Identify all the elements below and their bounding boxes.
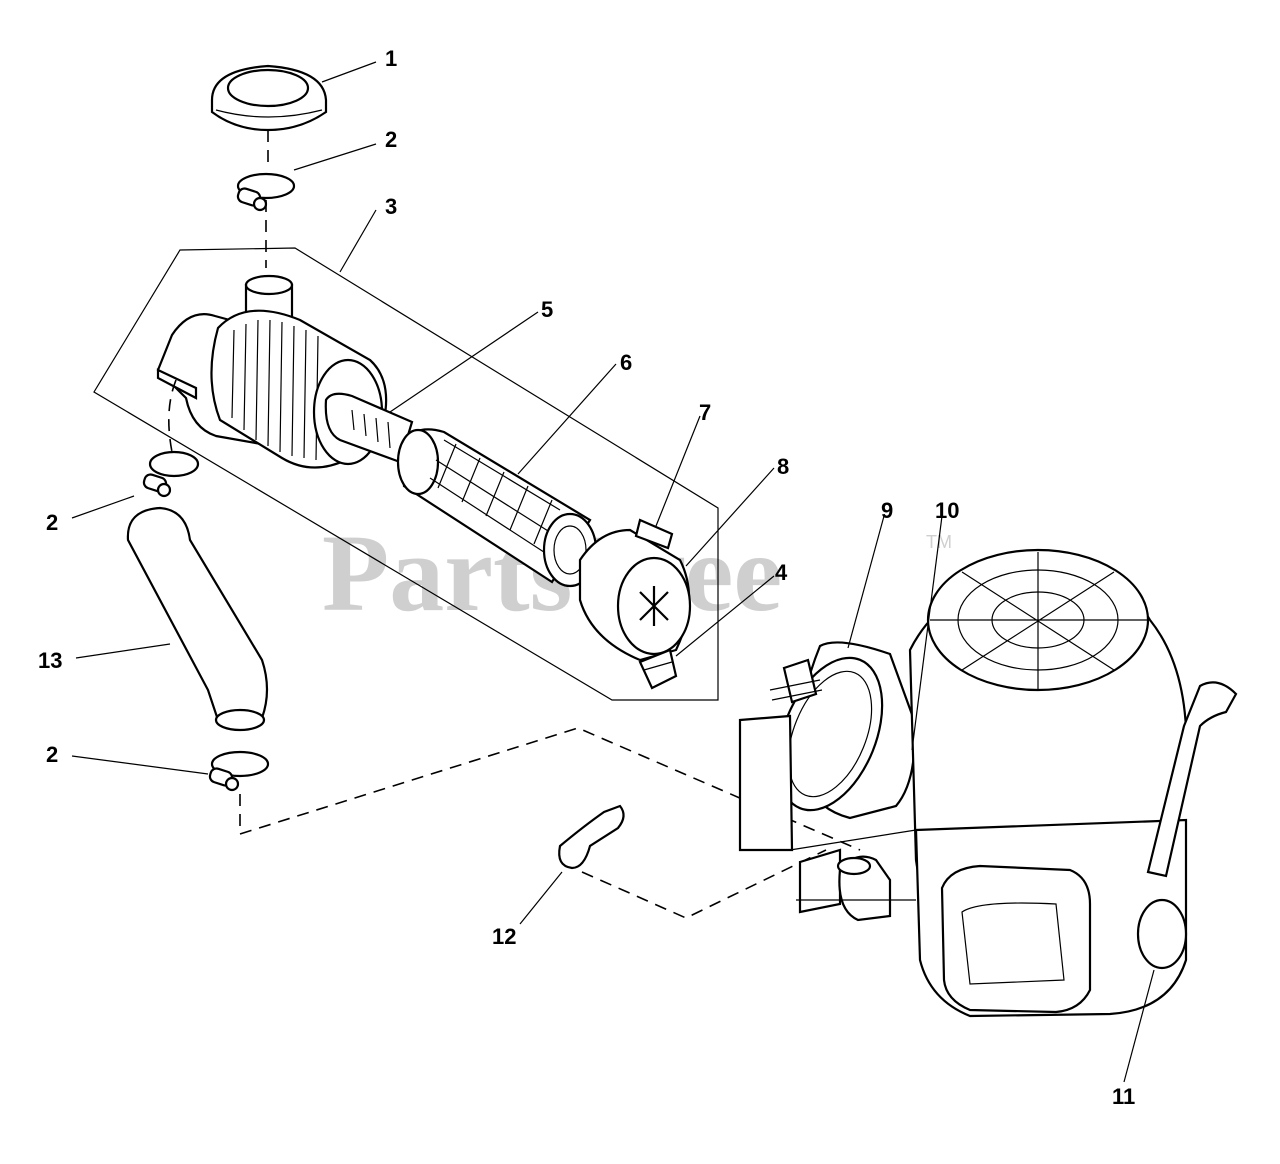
part-clamp-bottom[interactable]	[208, 750, 270, 792]
part-elbow-adapter[interactable]	[757, 641, 916, 825]
part-clamp-middle[interactable]	[142, 450, 200, 498]
guide-line-cap	[265, 130, 269, 268]
part-engine[interactable]	[738, 548, 1238, 1018]
callout-4: 4	[775, 560, 788, 585]
callout-12: 12	[492, 924, 516, 949]
callout-1: 1	[385, 46, 397, 71]
guide-line-housing-clamp	[168, 379, 177, 453]
leader-lines	[71, 61, 1155, 1083]
part-cover[interactable]	[578, 518, 692, 662]
callout-labels: 1 2 3 5 6 7 8 2 9 10 4 13 2 12 11	[38, 46, 1135, 1109]
callout-2-bottom: 2	[46, 742, 58, 767]
callout-5: 5	[541, 297, 553, 322]
callout-13: 13	[38, 648, 62, 673]
callout-6: 6	[620, 350, 632, 375]
assembly-boundary	[93, 247, 719, 701]
callout-10: 10	[935, 498, 959, 523]
callout-11: 11	[1112, 1084, 1135, 1109]
callout-9: 9	[881, 498, 893, 523]
callout-2-middle: 2	[46, 510, 58, 535]
callout-2-top: 2	[385, 127, 397, 152]
part-clamp-top[interactable]	[236, 172, 296, 212]
guide-line-breather	[581, 849, 827, 919]
part-cap[interactable]	[210, 64, 328, 132]
part-hose[interactable]	[126, 506, 269, 732]
part-air-cleaner-housing[interactable]	[156, 274, 414, 469]
part-vacuator-valve[interactable]	[638, 648, 678, 690]
part-breather-hose[interactable]	[558, 804, 625, 870]
callout-8: 8	[777, 454, 789, 479]
guide-line-hose-engine	[239, 727, 861, 851]
callout-7: 7	[699, 400, 711, 425]
callout-3: 3	[385, 194, 397, 219]
